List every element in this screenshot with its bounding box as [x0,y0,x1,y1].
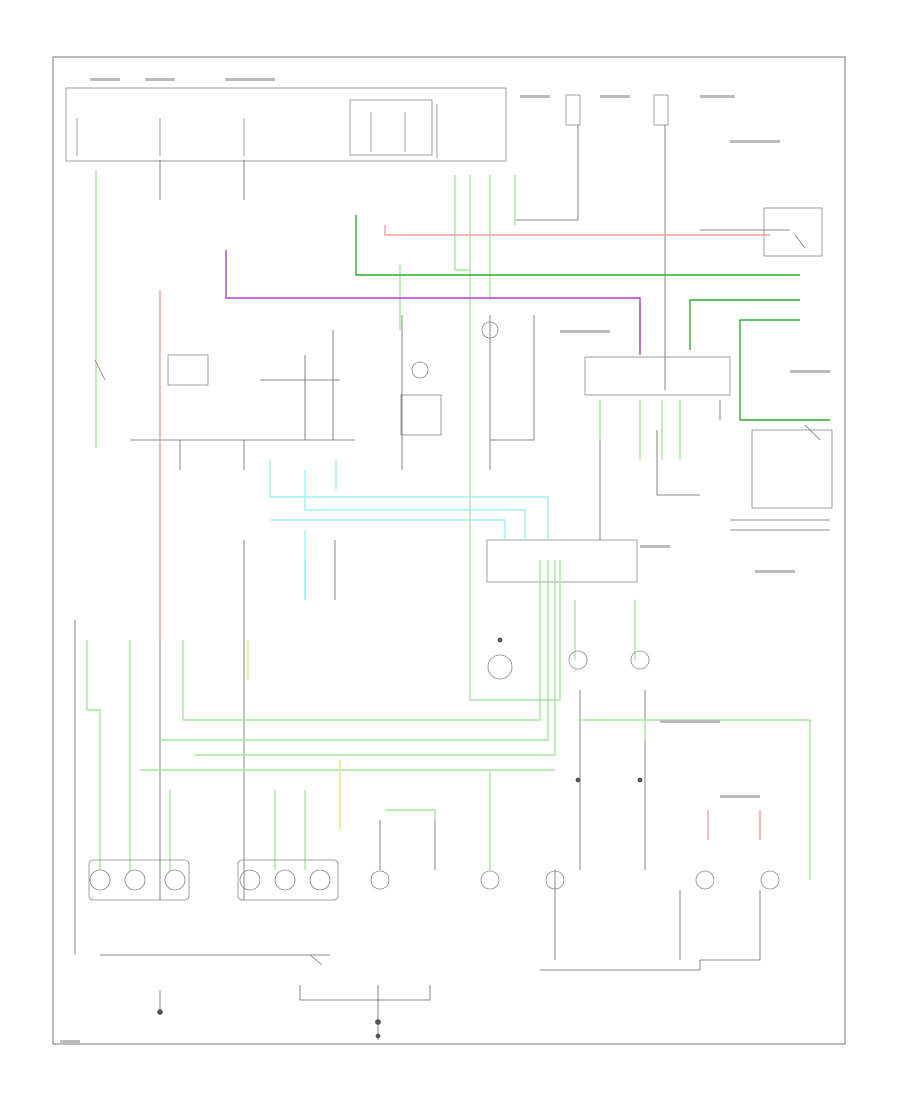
cyan-wires [269,460,549,600]
dark-green-wires [355,215,830,421]
ground-symbols [157,637,643,1039]
label-marks [60,78,830,1043]
purple-wire [225,250,641,355]
fuse-block [65,87,507,162]
switches [94,234,821,966]
black-wires [74,125,830,1040]
lamps [88,321,780,901]
diagram-frame [52,56,846,1045]
red-wires [159,225,770,840]
yellow-wires [247,640,341,830]
relay-boxes [167,94,833,583]
green-wires [86,170,811,880]
